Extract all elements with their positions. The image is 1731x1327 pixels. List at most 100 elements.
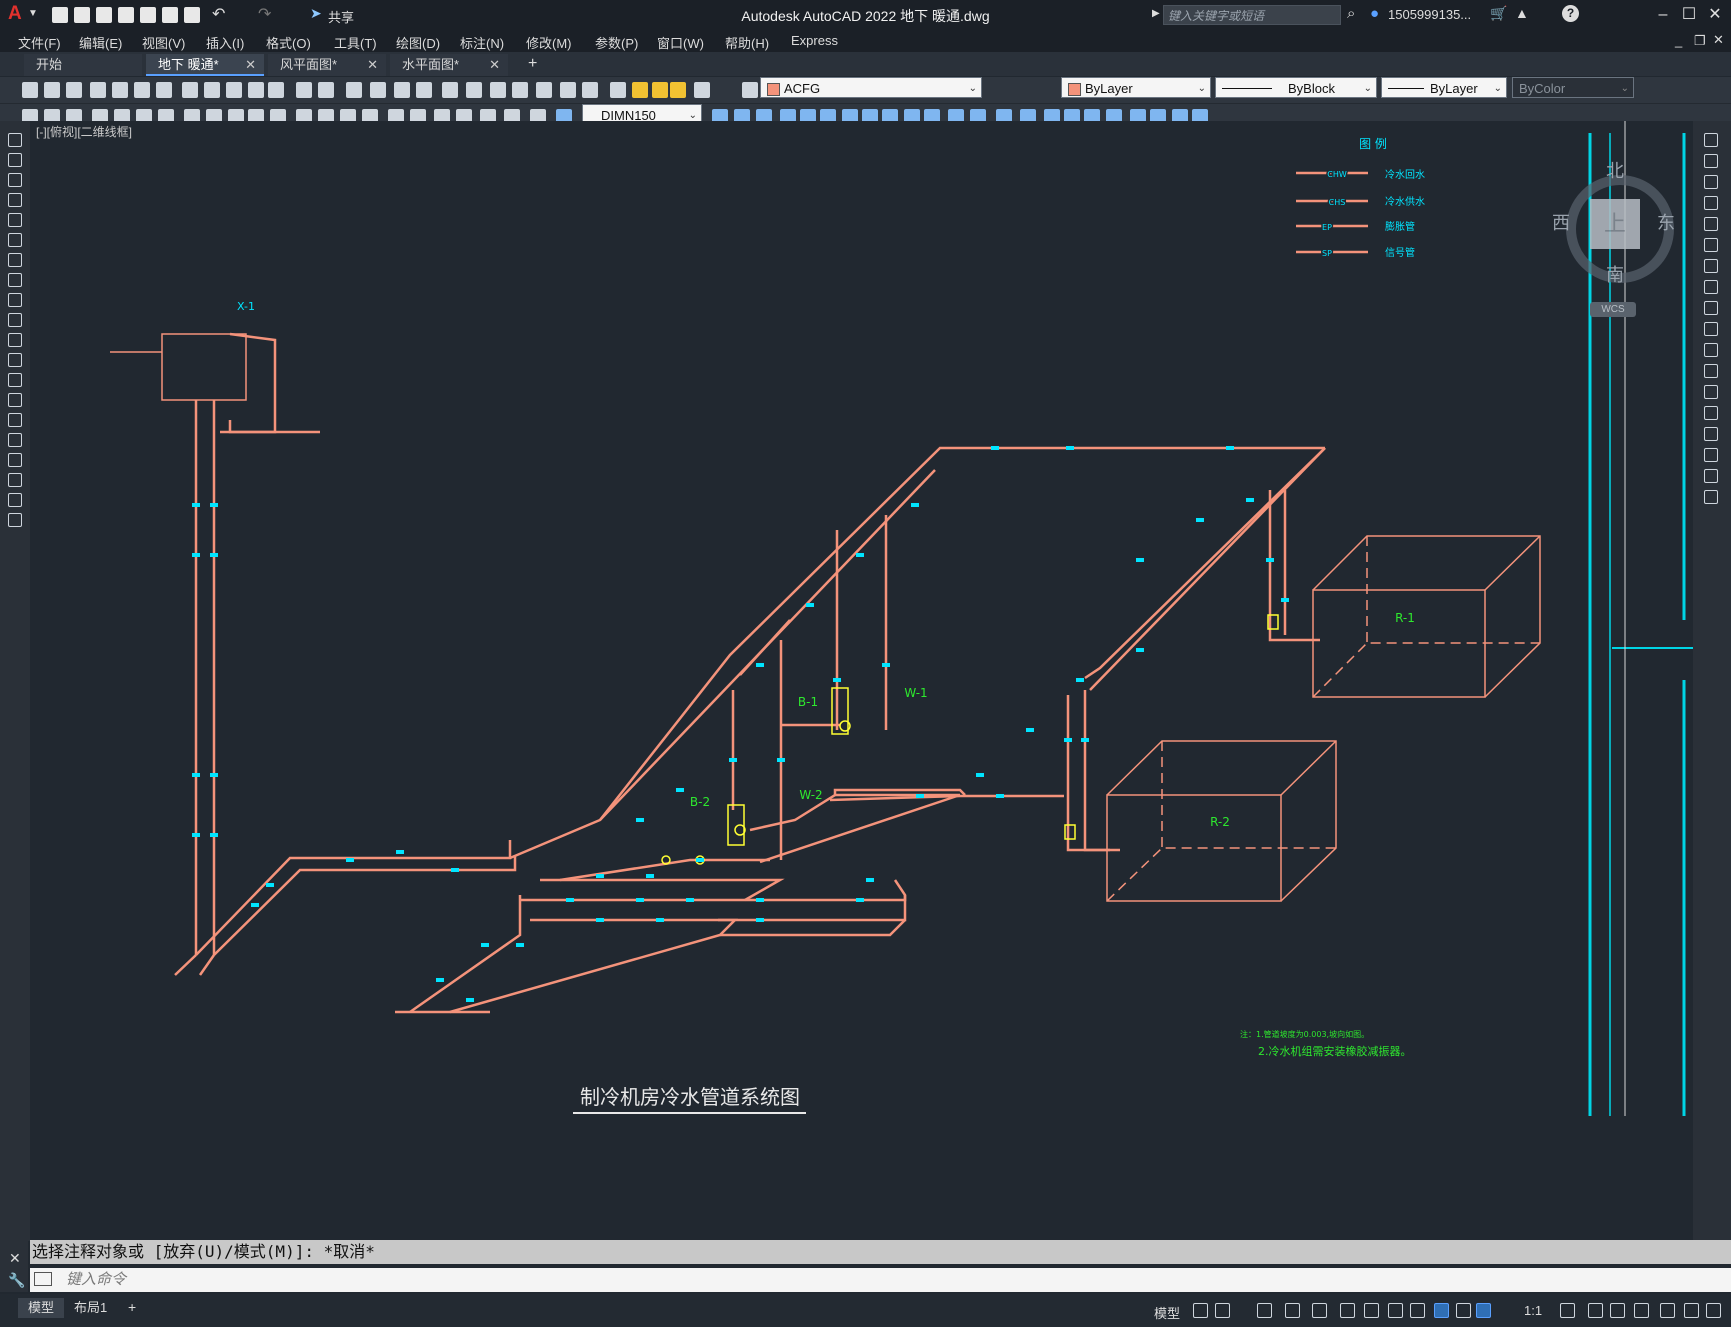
menu-window[interactable]: 窗口(W): [657, 36, 704, 51]
isolate-objects-icon[interactable]: [1684, 1303, 1699, 1318]
layer-on-icon[interactable]: [632, 82, 648, 98]
zoom-window-icon[interactable]: [394, 82, 410, 98]
polar-icon[interactable]: [1285, 1303, 1300, 1318]
clean-screen-icon[interactable]: [1706, 1303, 1721, 1318]
scale-icon[interactable]: [1704, 280, 1718, 294]
annotation-visibility-icon[interactable]: [1456, 1303, 1471, 1318]
layer-select[interactable]: ACFG ⌄: [760, 77, 982, 98]
grid-icon[interactable]: [1193, 1303, 1208, 1318]
new-icon[interactable]: [22, 82, 38, 98]
tab-underground-hvac[interactable]: 地下 暖通*✕: [146, 54, 264, 76]
insert-block-icon[interactable]: [8, 353, 22, 367]
compass-east[interactable]: 东: [1657, 213, 1675, 233]
erase-icon[interactable]: [1704, 133, 1718, 147]
menu-draw[interactable]: 绘图(D): [396, 36, 441, 51]
new-tab-icon[interactable]: +: [528, 55, 538, 72]
close-button[interactable]: ✕: [1708, 6, 1722, 23]
transparency-icon[interactable]: [1410, 1303, 1425, 1318]
ellipse-icon[interactable]: [8, 313, 22, 327]
menu-format[interactable]: 格式(O): [266, 36, 311, 51]
tab-air-plan[interactable]: 风平面图*✕: [268, 54, 386, 76]
search-icon[interactable]: ⌕: [1347, 5, 1356, 22]
menu-express[interactable]: Express: [791, 33, 838, 48]
open-web-icon[interactable]: [140, 7, 156, 23]
zoom-previous-icon[interactable]: [416, 82, 432, 98]
calculator-icon[interactable]: [560, 82, 576, 98]
revision-cloud-icon[interactable]: [8, 273, 22, 287]
multiline-text-icon[interactable]: [8, 493, 22, 507]
command-input[interactable]: 键入命令: [30, 1268, 1731, 1292]
quick-properties-icon[interactable]: [1634, 1303, 1649, 1318]
model-space-button[interactable]: 模型: [1154, 1306, 1181, 1321]
annotation-scale[interactable]: 1:1: [1524, 1303, 1543, 1318]
menu-insert[interactable]: 插入(I): [206, 36, 245, 51]
selection-cycling-icon[interactable]: [1434, 1303, 1449, 1318]
make-block-icon[interactable]: [8, 373, 22, 387]
line-icon[interactable]: [8, 133, 22, 147]
maximize-button[interactable]: ☐: [1681, 6, 1697, 23]
undo-icon[interactable]: ↶: [212, 6, 226, 23]
dimstyle-select[interactable]: DIMN150 ⌄: [582, 104, 702, 125]
fillet-icon[interactable]: [1704, 448, 1718, 462]
save-web-icon[interactable]: [162, 7, 178, 23]
compass-west[interactable]: 西: [1552, 213, 1570, 233]
markup-icon[interactable]: [536, 82, 552, 98]
layer-lock-icon[interactable]: [670, 82, 686, 98]
object-snap-tracking-icon[interactable]: [1340, 1303, 1355, 1318]
arc-icon[interactable]: [8, 233, 22, 247]
break-at-point-icon[interactable]: [1704, 364, 1718, 378]
hatch-icon[interactable]: [8, 413, 22, 427]
array-icon[interactable]: [1704, 217, 1718, 231]
properties-icon[interactable]: [442, 82, 458, 98]
layer-properties-icon[interactable]: [610, 82, 626, 98]
block-editor-icon[interactable]: [268, 82, 284, 98]
trim-icon[interactable]: [1704, 322, 1718, 336]
copy-icon[interactable]: [1704, 154, 1718, 168]
rectangle-icon[interactable]: [8, 213, 22, 227]
3d-print-icon[interactable]: [156, 82, 172, 98]
stretch-icon[interactable]: [1704, 301, 1718, 315]
break-icon[interactable]: [1704, 385, 1718, 399]
chamfer-icon[interactable]: [1704, 427, 1718, 441]
polygon-icon[interactable]: [8, 193, 22, 207]
zoom-realtime-icon[interactable]: [370, 82, 386, 98]
linetype-select[interactable]: ByBlock ⌄: [1215, 77, 1377, 98]
offset-icon[interactable]: [1704, 196, 1718, 210]
ortho-icon[interactable]: [1257, 1303, 1272, 1318]
table-icon[interactable]: [8, 473, 22, 487]
lineweight-icon[interactable]: [1388, 1303, 1403, 1318]
doc-minimize-icon[interactable]: _: [1675, 33, 1683, 48]
doc-restore-icon[interactable]: ❐: [1694, 33, 1706, 48]
polyline-icon[interactable]: [8, 153, 22, 167]
minimize-button[interactable]: –: [1658, 6, 1668, 23]
compass-north[interactable]: 北: [1606, 161, 1624, 181]
tab-layout1[interactable]: 布局1: [74, 1300, 108, 1315]
preview-icon[interactable]: [112, 82, 128, 98]
tool-palettes-icon[interactable]: [490, 82, 506, 98]
match-properties-icon[interactable]: [248, 82, 264, 98]
layer-freeze-icon[interactable]: [652, 82, 668, 98]
open-file-icon[interactable]: [74, 7, 90, 23]
compass-south[interactable]: 南: [1606, 265, 1624, 285]
close-icon[interactable]: ✕: [367, 57, 378, 72]
plot-icon[interactable]: [184, 7, 200, 23]
join-icon[interactable]: [1704, 406, 1718, 420]
units-icon[interactable]: [1610, 1303, 1625, 1318]
wcs-menu[interactable]: WCS: [1590, 302, 1636, 317]
app-menu-dropdown-icon[interactable]: ▼: [28, 8, 38, 19]
share-button[interactable]: 共享: [328, 10, 355, 25]
workspace-gear-icon[interactable]: [1560, 1303, 1575, 1318]
viewport-label[interactable]: [-][俯视][二维线框]: [36, 125, 133, 139]
auto-scale-icon[interactable]: [1476, 1303, 1491, 1318]
isodraft-icon[interactable]: [1312, 1303, 1327, 1318]
spline-icon[interactable]: [8, 293, 22, 307]
plotstyle-select[interactable]: ByColor ⌄: [1512, 77, 1634, 98]
doc-close-icon[interactable]: ✕: [1713, 32, 1724, 47]
menu-modify[interactable]: 修改(M): [526, 36, 572, 51]
menu-parametric[interactable]: 参数(P): [595, 36, 639, 51]
autodesk-app-icon[interactable]: ▲: [1515, 5, 1529, 21]
gradient-icon[interactable]: [8, 433, 22, 447]
make-current-icon[interactable]: [694, 82, 710, 98]
menu-file[interactable]: 文件(F): [18, 36, 61, 51]
cart-icon[interactable]: 🛒: [1490, 5, 1508, 21]
